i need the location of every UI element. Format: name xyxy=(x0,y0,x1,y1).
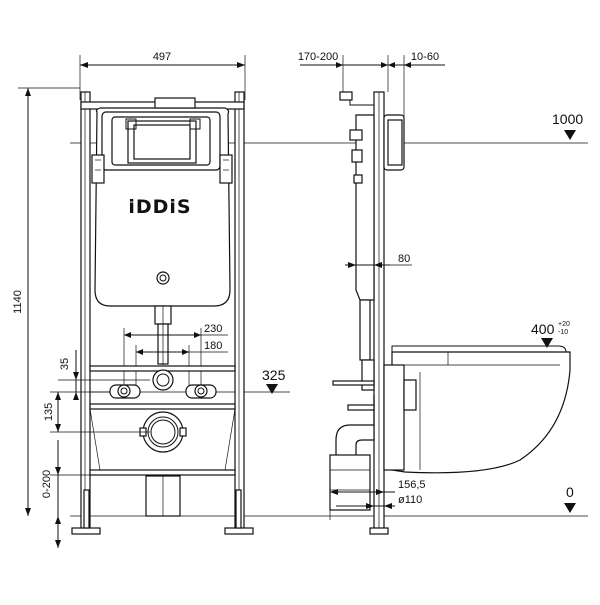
level-400-label: 400 xyxy=(531,321,555,337)
drain-offset-dimension: 135 xyxy=(43,403,55,421)
front-view: 497 iDDiS xyxy=(71,51,254,535)
fixing-studs xyxy=(109,384,217,399)
side-view: 170-200 10-60 80 xyxy=(298,51,571,535)
width-dimension: 497 xyxy=(153,51,171,63)
brand-logo: iDDiS xyxy=(128,196,191,218)
level-markers: 1000 325 400 +20 -10 0 xyxy=(262,111,583,513)
left-dimensions: 1140 35 135 0-200 xyxy=(12,87,150,548)
level-400-tolerance-minus: -10 xyxy=(558,329,568,336)
adjust-range-dimension: 0-200 xyxy=(41,470,53,498)
height-dimension: 1140 xyxy=(12,290,24,314)
depth-range-dimension: 170-200 xyxy=(298,51,338,63)
wall-gap-dimension: 10-60 xyxy=(411,51,439,63)
pipe-spacing-outer: 230 xyxy=(204,323,222,335)
drain-diameter-dimension: ø110 xyxy=(398,494,422,506)
inlet-offset-dimension: 35 xyxy=(59,358,71,370)
level-325-label: 325 xyxy=(262,367,286,383)
level-1000-label: 1000 xyxy=(552,111,583,127)
frame-depth-dimension: 80 xyxy=(398,253,410,265)
level-0-label: 0 xyxy=(566,484,574,500)
level-400-tolerance-plus: +20 xyxy=(558,321,570,328)
side-drain-offset-dimension: 156,5 xyxy=(398,479,426,491)
pipe-spacing-inner: 180 xyxy=(204,340,222,352)
